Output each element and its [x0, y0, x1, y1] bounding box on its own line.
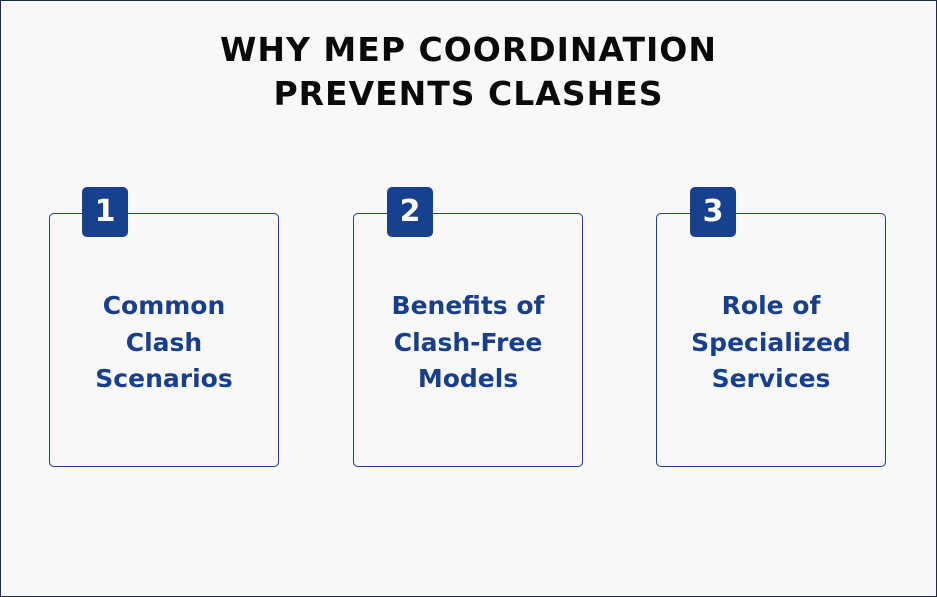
card-number-badge: 3	[690, 187, 736, 237]
card-label-line: Common	[102, 291, 226, 320]
card-label: Common Clash Scenarios	[50, 288, 278, 398]
page-title: WHY MEP COORDINATION PREVENTS CLASHES	[0, 28, 937, 116]
card-label-line: Services	[711, 364, 831, 393]
card-label: Benefits of Clash-Free Models	[354, 288, 582, 398]
card-label: Role of Specialized Services	[657, 288, 885, 398]
card-role-specialized-services: Role of Specialized Services	[656, 213, 886, 467]
card-benefits-clash-free-models: Benefits of Clash-Free Models	[353, 213, 583, 467]
title-line-1: WHY MEP COORDINATION	[220, 30, 717, 69]
card-label-line: Clash	[125, 327, 203, 357]
card-label-line: Benefits of	[391, 291, 545, 320]
card-label-line: Specialized	[691, 327, 851, 357]
card-common-clash-scenarios: Common Clash Scenarios	[49, 213, 279, 467]
card-label-line: Role of	[721, 291, 821, 320]
card-number-badge: 1	[82, 187, 128, 237]
card-label-line: Clash-Free	[393, 327, 543, 357]
card-number-badge: 2	[387, 187, 433, 237]
card-label-line: Scenarios	[95, 364, 233, 393]
title-line-2: PREVENTS CLASHES	[273, 74, 664, 113]
card-label-line: Models	[417, 364, 519, 393]
